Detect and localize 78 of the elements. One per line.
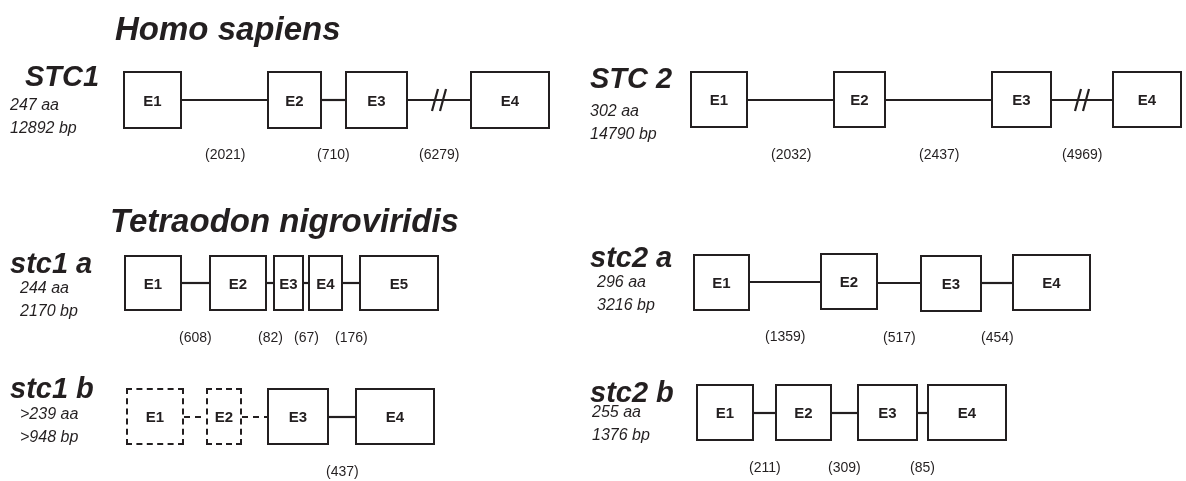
intron-line [242, 415, 267, 419]
intron-length-label: (2032) [771, 147, 812, 161]
exon-box: E1 [126, 388, 184, 445]
gene-info: 2170 bp [20, 303, 78, 319]
exon-box: E4 [1012, 254, 1091, 311]
gene-name: stc2 a [590, 243, 673, 272]
gene-info: 296 aa [597, 274, 646, 290]
intron-length-label: (67) [294, 330, 319, 344]
intron-length-label: (608) [179, 330, 212, 344]
gene-info: >239 aa [20, 406, 79, 422]
species-heading: Tetraodon nigroviridis [110, 204, 459, 237]
intron-line [343, 281, 359, 285]
intron-length-label: (82) [258, 330, 283, 344]
exon-box: E2 [775, 384, 832, 441]
intron-length-label: (211) [749, 460, 781, 474]
exon-box: E3 [273, 255, 304, 311]
intron-line [182, 98, 267, 102]
intron-length-label: (176) [335, 330, 368, 344]
exon-box: E3 [267, 388, 329, 445]
gene-info: 244 aa [20, 280, 69, 296]
gene-info: 255 aa [592, 404, 641, 420]
intron-length-label: (710) [317, 147, 350, 161]
gene-name: STC 2 [590, 64, 673, 93]
intron-length-label: (2021) [205, 147, 246, 161]
intron-length-label: (2437) [919, 147, 960, 161]
gene-name: STC1 [25, 62, 100, 91]
gene-info: 3216 bp [597, 297, 655, 313]
intron-line [750, 280, 820, 284]
intron-line [329, 415, 355, 419]
intron-line [182, 281, 209, 285]
intron-length-label: (1359) [765, 329, 806, 343]
exon-box: E2 [209, 255, 267, 311]
exon-box: E4 [308, 255, 343, 311]
gene-name: stc1 b [10, 374, 94, 403]
intron-length-label: (437) [326, 464, 359, 478]
exon-box: E2 [833, 71, 886, 128]
intron-length-label: (6279) [419, 147, 460, 161]
intron-line [322, 98, 345, 102]
exon-box: E3 [991, 71, 1052, 128]
exon-box: E3 [857, 384, 918, 441]
gene-info: 1376 bp [592, 427, 650, 443]
exon-box: E2 [206, 388, 242, 445]
intron-length-label: (309) [828, 460, 861, 474]
exon-box: E1 [693, 254, 750, 311]
exon-box: E1 [124, 255, 182, 311]
intron-line [918, 411, 927, 415]
intron-line [748, 98, 833, 102]
gene-info: >948 bp [20, 429, 79, 445]
intron-length-label: (4969) [1062, 147, 1103, 161]
exon-box: E1 [123, 71, 182, 129]
exon-box: E1 [696, 384, 754, 441]
exon-box: E4 [1112, 71, 1182, 128]
gene-info: 12892 bp [10, 120, 77, 136]
gene-name: stc1 a [10, 249, 93, 278]
intron-line [754, 411, 775, 415]
intron-line [886, 98, 991, 102]
exon-box: E4 [927, 384, 1007, 441]
exon-box: E4 [470, 71, 550, 129]
intron-line [982, 281, 1012, 285]
intron-line [408, 98, 470, 102]
intron-length-label: (517) [883, 330, 916, 344]
intron-line [832, 411, 857, 415]
exon-box: E2 [820, 253, 878, 310]
exon-box: E3 [920, 255, 982, 312]
intron-line [1052, 98, 1112, 102]
gene-info: 302 aa [590, 103, 639, 119]
exon-box: E5 [359, 255, 439, 311]
exon-box: E3 [345, 71, 408, 129]
exon-box: E4 [355, 388, 435, 445]
exon-box: E2 [267, 71, 322, 129]
exon-box: E1 [690, 71, 748, 128]
intron-line [267, 281, 273, 285]
gene-info: 14790 bp [590, 126, 657, 142]
intron-line [878, 281, 920, 285]
intron-length-label: (454) [981, 330, 1014, 344]
intron-length-label: (85) [910, 460, 935, 474]
species-heading: Homo sapiens [115, 12, 341, 45]
gene-info: 247 aa [10, 97, 59, 113]
